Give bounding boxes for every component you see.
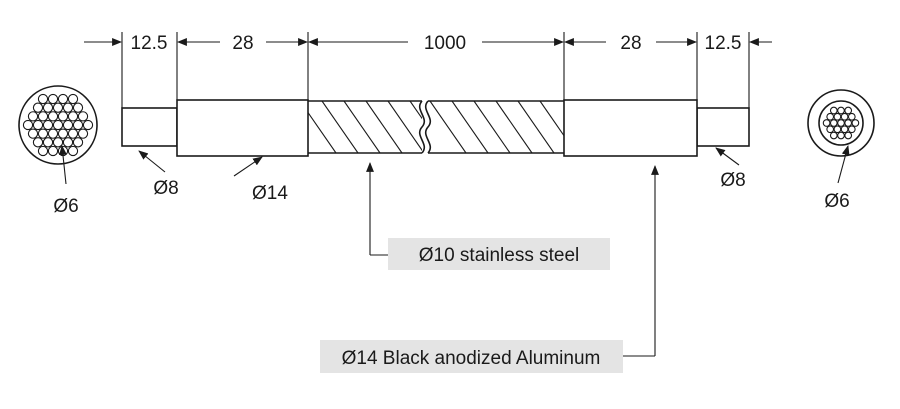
- wire-strand: [837, 106, 845, 115]
- wire-strand: [822, 119, 831, 127]
- wire-strand: [52, 102, 64, 113]
- wire-strand: [72, 102, 84, 113]
- right-bundle-section: [807, 89, 875, 157]
- wire-strand: [37, 128, 49, 139]
- sleeve-callout-label: Ø14 Black anodized Aluminum: [342, 348, 601, 369]
- wire-strand: [32, 119, 44, 131]
- dim-right-end: 12.5: [705, 33, 742, 54]
- wire-strand: [32, 137, 44, 148]
- wire-strand: [47, 128, 59, 139]
- wire-strand: [844, 106, 853, 115]
- right-pin-leader: [715, 147, 740, 166]
- wire-strand: [47, 111, 59, 122]
- wire-strand: [851, 119, 860, 127]
- wire-strand: [844, 119, 853, 127]
- dia-right-pin: Ø8: [720, 170, 745, 191]
- wire-strand: [840, 112, 849, 121]
- diameter-leaders: [58, 145, 850, 185]
- dia-left-pin: Ø8: [153, 178, 178, 199]
- left-sleeve-leader: [233, 156, 263, 177]
- wire-strand: [829, 131, 838, 140]
- wire-strand: [62, 119, 74, 131]
- wire-strand: [840, 125, 849, 134]
- wire-strand: [67, 128, 79, 139]
- wire-strand: [67, 93, 79, 105]
- dim-center-span: 1000: [424, 33, 466, 54]
- rod-body: [121, 99, 750, 157]
- wire-strand: [77, 128, 89, 139]
- break-symbol: [418, 100, 432, 154]
- wire-strand: [77, 111, 89, 122]
- left-pin-leader: [138, 150, 166, 173]
- core-left-section: [308, 100, 422, 154]
- wire-strand: [37, 145, 49, 157]
- left-sleeve: [176, 99, 309, 157]
- left-bundle-leader: [58, 145, 67, 185]
- dim-left-sleeve: 28: [232, 33, 253, 54]
- wire-strand: [833, 125, 842, 134]
- left-end-pin: [121, 107, 178, 147]
- wire-strand: [826, 125, 835, 134]
- wire-strand: [829, 106, 838, 115]
- wire-strand: [67, 111, 79, 122]
- wire-strand: [27, 128, 39, 139]
- right-end-pin: [696, 107, 750, 147]
- wire-strand: [826, 112, 835, 121]
- wire-strand: [42, 119, 54, 131]
- wire-strand: [62, 137, 74, 148]
- core-right-section: [428, 100, 564, 154]
- wire-strand: [37, 111, 49, 122]
- wire-strand: [57, 111, 69, 122]
- wire-strand: [62, 102, 74, 113]
- wire-strand: [833, 112, 842, 121]
- wire-strand: [52, 119, 64, 131]
- sleeve-callout: Ø14 Black anodized Aluminum: [320, 165, 659, 373]
- dim-right-sleeve: 28: [620, 33, 641, 54]
- wire-strand: [32, 102, 44, 113]
- wire-strand: [837, 131, 845, 140]
- wire-strand: [829, 119, 838, 127]
- wire-strand: [844, 131, 853, 140]
- wire-strand: [72, 119, 84, 131]
- wire-strand: [57, 93, 69, 105]
- wire-strand: [72, 137, 84, 148]
- wire-strand: [57, 128, 69, 139]
- core-callout: Ø10 stainless steel: [366, 162, 610, 270]
- dim-left-end: 12.5: [131, 33, 168, 54]
- dia-left-sleeve: Ø14: [252, 183, 288, 204]
- wire-strand: [37, 93, 49, 105]
- core-callout-label: Ø10 stainless steel: [419, 245, 580, 266]
- wire-strand: [47, 93, 59, 105]
- wire-strand: [22, 119, 34, 131]
- wire-strand: [52, 137, 64, 148]
- wire-strand: [47, 145, 59, 157]
- wire-strand: [847, 112, 856, 121]
- right-bundle-leader: [837, 145, 850, 184]
- wire-strand: [42, 137, 54, 148]
- wire-strand: [837, 119, 845, 127]
- dia-right-bundle: Ø6: [824, 191, 849, 212]
- wire-strand: [67, 145, 79, 157]
- wire-strand: [42, 102, 54, 113]
- extension-lines: [121, 32, 750, 108]
- dia-left-bundle: Ø6: [53, 196, 78, 217]
- wire-strand: [27, 111, 39, 122]
- right-sleeve: [563, 99, 698, 157]
- wire-strand: [82, 119, 94, 131]
- wire-strand: [847, 125, 856, 134]
- left-bundle-section: [18, 85, 98, 165]
